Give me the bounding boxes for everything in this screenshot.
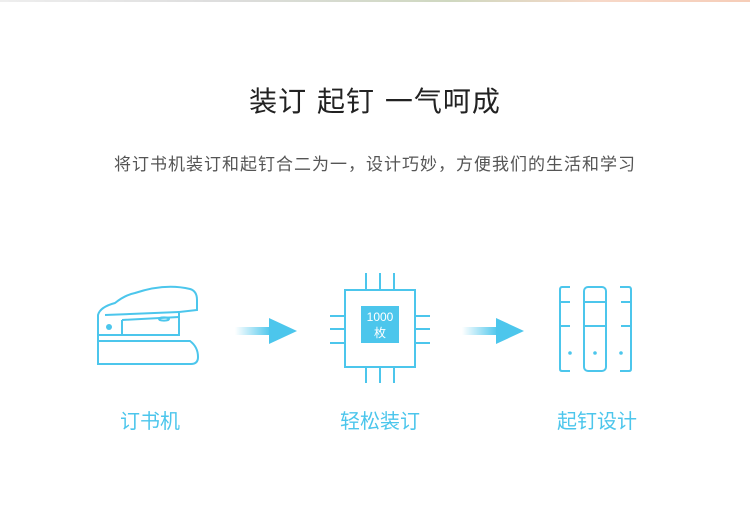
chip-badge-count: 1000 [367, 310, 394, 324]
arrow-right-icon [462, 318, 524, 344]
binder-icon [559, 286, 632, 372]
stapler-icon [97, 285, 200, 365]
step-label-easy-binding: 轻松装订 [340, 409, 420, 433]
top-image-edge [0, 0, 750, 2]
chip-icon: 1000 枚 [330, 273, 430, 383]
chip-badge-unit: 枚 [374, 325, 386, 340]
step-label-stapler: 订书机 [120, 409, 180, 433]
page-subtitle: 将订书机装订和起钉合二为一，设计巧妙，方便我们的生活和学习 [114, 155, 636, 175]
step-label-staple-removal: 起钉设计 [557, 409, 637, 433]
page-title: 装订 起钉 一气呵成 [249, 85, 501, 118]
arrow-right-icon [235, 318, 297, 344]
